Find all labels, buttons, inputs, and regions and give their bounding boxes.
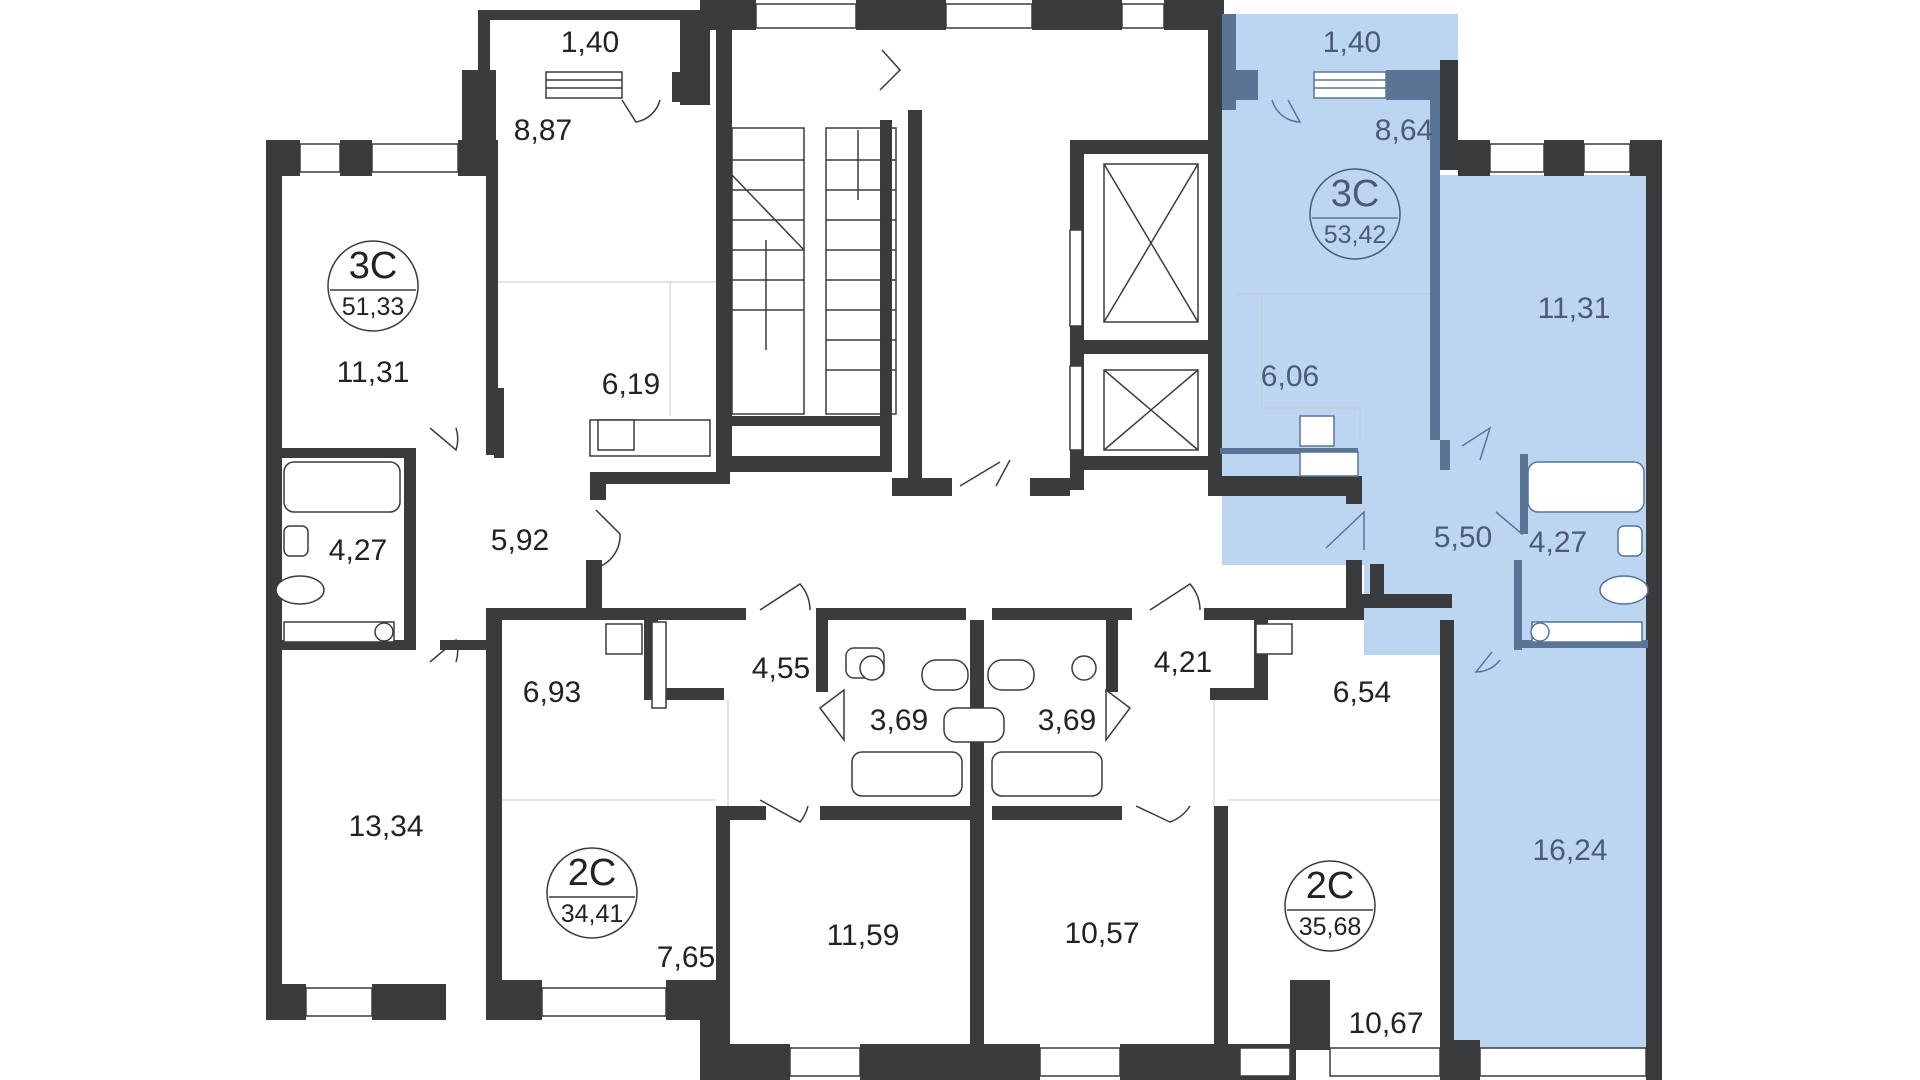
room-labels: 1,40 8,87 11,31 6,19 5,92 4,27 13,34 6,9… bbox=[329, 26, 1611, 1040]
apartment-total-area: 34,41 bbox=[561, 900, 624, 928]
room-area-corridor-right: 5,50 bbox=[1434, 521, 1492, 554]
apartment-type: 2С bbox=[1306, 865, 1355, 907]
room-area-hall-left: 8,87 bbox=[514, 114, 572, 147]
apartment-type: 2С bbox=[568, 852, 617, 894]
apartment-badge-mid-left[interactable]: 2С 34,41 bbox=[546, 847, 638, 939]
room-area-bath-mid-left: 3,69 bbox=[870, 704, 928, 737]
room-area-balcony-left: 1,40 bbox=[561, 26, 619, 59]
bath-fixtures-left bbox=[275, 419, 711, 643]
room-area-living-left: 13,34 bbox=[348, 810, 423, 843]
room-dividers bbox=[498, 281, 1440, 806]
room-area-bath-mid-right: 3,69 bbox=[1038, 704, 1096, 737]
elevator-large bbox=[1103, 163, 1199, 323]
apartment-total-area: 53,42 bbox=[1324, 221, 1387, 249]
room-area-living-mid-right: 10,57 bbox=[1064, 917, 1139, 950]
room-area-hall-mid-left: 4,55 bbox=[752, 652, 810, 685]
apartment-total-area: 35,68 bbox=[1299, 913, 1362, 941]
apartment-type: 3С bbox=[1331, 173, 1380, 215]
stairwell bbox=[731, 127, 897, 415]
room-area-bedroom-right: 11,31 bbox=[1538, 292, 1611, 325]
apartment-badge-right[interactable]: 3С 53,42 bbox=[1309, 168, 1401, 260]
room-area-kitchen-left: 6,19 bbox=[602, 368, 660, 401]
bath-fixtures-right bbox=[1299, 415, 1649, 643]
room-area-balcony-right: 1,40 bbox=[1323, 26, 1381, 59]
room-area-corridor-left: 5,92 bbox=[491, 524, 549, 557]
balcony-doors bbox=[545, 71, 1387, 99]
room-area-kitchen-right: 6,06 bbox=[1261, 360, 1319, 393]
walls bbox=[266, 0, 1662, 1080]
room-area-bedroom-left: 11,31 bbox=[337, 356, 410, 389]
room-area-bath-left: 4,27 bbox=[329, 534, 387, 567]
room-area-kitchen-mid-right: 6,54 bbox=[1333, 676, 1391, 709]
apartment-total-area: 51,33 bbox=[342, 293, 405, 321]
room-area-living-right: 16,24 bbox=[1532, 834, 1607, 867]
room-area-kitchen-mid-left: 6,93 bbox=[523, 676, 581, 709]
room-area-living-mid-left: 11,59 bbox=[827, 919, 900, 952]
apartment-badge-mid-right[interactable]: 2С 35,68 bbox=[1284, 860, 1376, 952]
elevator-small bbox=[1103, 369, 1199, 451]
doors bbox=[429, 49, 1525, 823]
windows bbox=[299, 3, 1647, 1077]
apartment-right-highlight[interactable] bbox=[1220, 14, 1646, 1050]
room-area-hall-right: 8,64 bbox=[1375, 114, 1433, 147]
room-area-room-mid-right: 10,67 bbox=[1348, 1007, 1423, 1040]
bath-fixtures-center bbox=[605, 621, 1293, 797]
room-area-bath-right: 4,27 bbox=[1529, 526, 1587, 559]
room-area-hall-mid-right: 4,21 bbox=[1154, 646, 1212, 679]
room-area-loggia-mid-left: 7,65 bbox=[657, 941, 715, 974]
apartment-type: 3С bbox=[349, 245, 398, 287]
apartment-badge-left[interactable]: 3С 51,33 bbox=[327, 240, 419, 332]
